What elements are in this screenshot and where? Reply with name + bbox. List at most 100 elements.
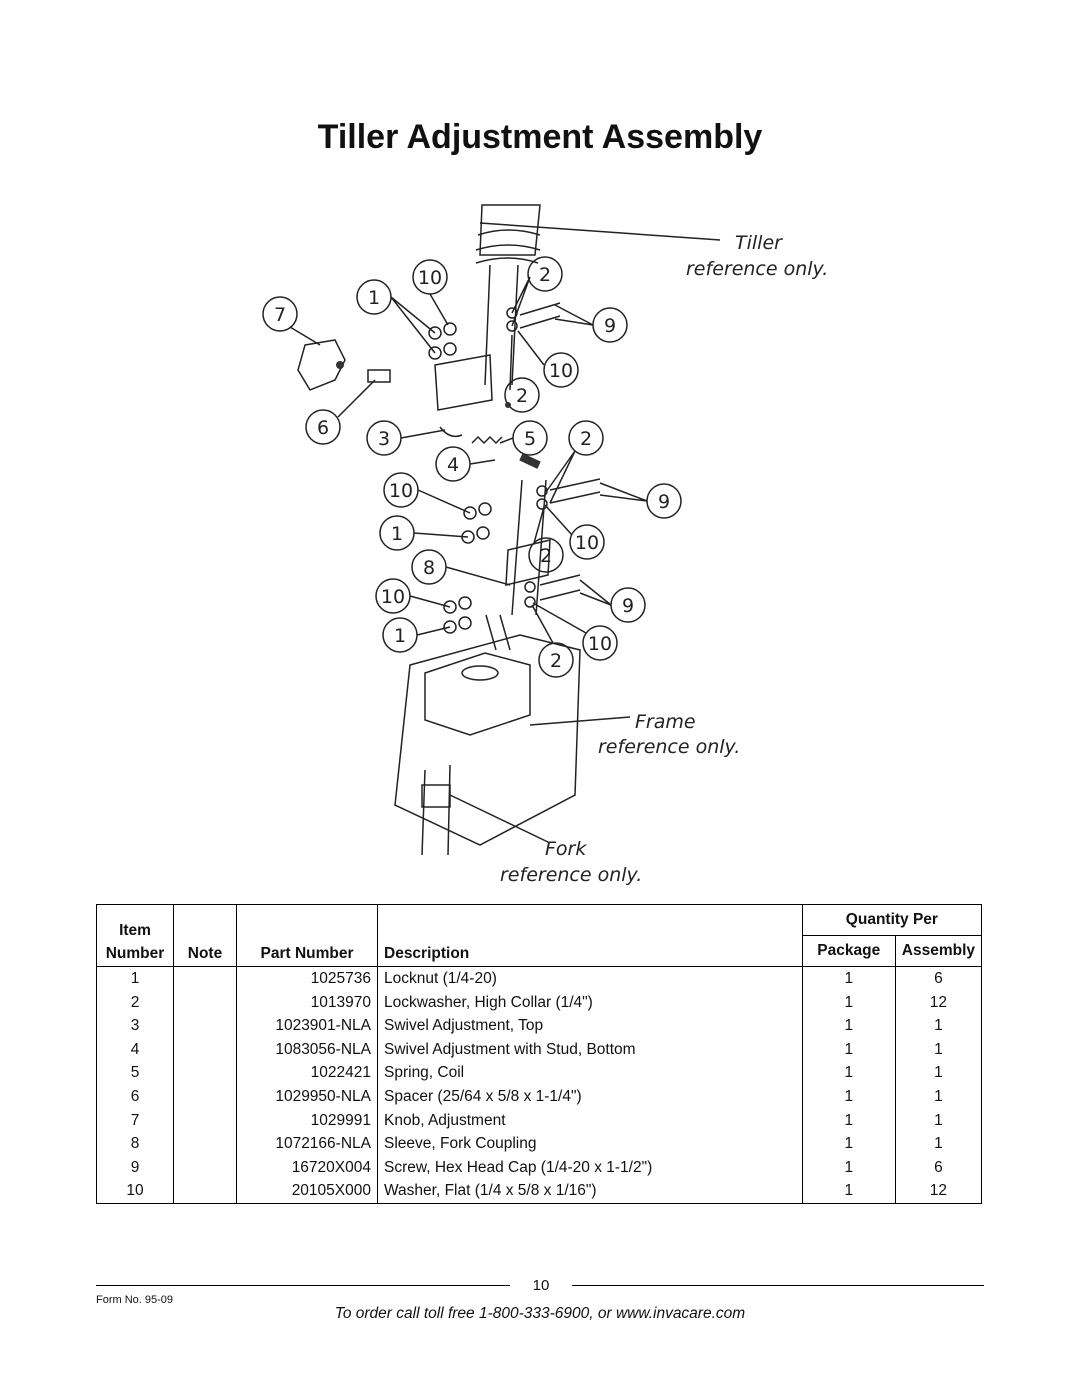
item-number-cell: 7 — [96, 1108, 174, 1133]
callout-4: 4 — [447, 454, 459, 476]
assembly-qty-cell: 1 — [894, 1132, 983, 1156]
item-number-cell: 6 — [96, 1084, 174, 1109]
callout-5: 5 — [524, 428, 536, 450]
note-cell — [173, 1061, 237, 1085]
item-number-cell: 8 — [96, 1132, 174, 1156]
note-cell — [173, 1155, 237, 1180]
part-number-cell: 1023901-NLA — [236, 1014, 378, 1038]
callout-7: 7 — [274, 304, 286, 326]
item-number-cell: 3 — [96, 1014, 174, 1038]
description-cell: Spacer (25/64 x 5/8 x 1-1/4") — [377, 1084, 803, 1109]
package-qty-cell: 1 — [801, 966, 896, 991]
callout-9: 9 — [604, 315, 616, 337]
description-cell: Spring, Coil — [377, 1061, 803, 1085]
tiller-note: reference only. — [686, 258, 828, 280]
callout-10: 10 — [389, 480, 413, 502]
fork-leg — [421, 764, 451, 856]
note-cell — [173, 1132, 237, 1156]
assembly-qty-cell: 6 — [894, 1155, 983, 1180]
package-qty-cell: 1 — [801, 1108, 896, 1133]
callout-10: 10 — [575, 532, 599, 554]
header-assembly: Assembly — [894, 935, 983, 967]
callout-2: 2 — [550, 650, 562, 672]
note-cell — [173, 990, 237, 1015]
knob — [297, 339, 346, 391]
callout-1: 1 — [368, 287, 380, 309]
part-number-cell: 1025736 — [236, 966, 378, 991]
part-number-cell: 1083056-NLA — [236, 1037, 378, 1062]
assembly-qty-cell: 1 — [894, 1061, 983, 1085]
description-cell: Swivel Adjustment, Top — [377, 1014, 803, 1038]
header-description: Description — [377, 904, 803, 967]
description-cell: Knob, Adjustment — [377, 1108, 803, 1133]
callout-2: 2 — [539, 264, 551, 286]
assembly-qty-cell: 1 — [894, 1108, 983, 1133]
callout-8: 8 — [423, 557, 435, 579]
frame-block — [424, 652, 531, 736]
item-number-cell: 4 — [96, 1037, 174, 1062]
callout-1: 1 — [394, 625, 406, 647]
header-item-line1: Item — [119, 921, 151, 939]
package-qty-cell: 1 — [801, 1132, 896, 1156]
page-title: Tiller Adjustment Assembly — [317, 118, 763, 156]
fork-label: Fork — [545, 838, 587, 860]
callout-2: 2 — [580, 428, 592, 450]
frame-label: Frame — [635, 711, 696, 733]
package-qty-cell: 1 — [801, 990, 896, 1015]
callout-3: 3 — [378, 428, 390, 450]
assembly-qty-cell: 12 — [894, 990, 983, 1015]
callout-10: 10 — [381, 586, 405, 608]
frame-note: reference only. — [598, 736, 740, 758]
description-cell: Sleeve, Fork Coupling — [377, 1132, 803, 1156]
tiller-tube — [479, 204, 541, 256]
part-number-cell: 1013970 — [236, 990, 378, 1015]
fork-note: reference only. — [500, 864, 642, 886]
part-number-cell: 1029991 — [236, 1108, 378, 1133]
item-number-cell: 2 — [96, 990, 174, 1015]
package-qty-cell: 1 — [801, 1084, 896, 1109]
note-cell — [173, 1014, 237, 1038]
footer-rule-right — [572, 1285, 984, 1286]
callout-10: 10 — [549, 360, 573, 382]
note-cell — [173, 1179, 237, 1204]
description-cell: Locknut (1/4-20) — [377, 966, 803, 991]
package-qty-cell: 1 — [801, 1014, 896, 1038]
part-number-cell: 20105X000 — [236, 1179, 378, 1204]
header-item-number: Item Number — [96, 904, 174, 967]
package-qty-cell: 1 — [801, 1155, 896, 1180]
assembly-qty-cell: 6 — [894, 966, 983, 991]
form-number: Form No. 95-09 — [96, 1294, 174, 1306]
note-cell — [173, 1037, 237, 1062]
tiller-label: Tiller — [735, 232, 783, 254]
note-cell — [173, 1084, 237, 1109]
callout-2: 2 — [516, 385, 528, 407]
assembly-qty-cell: 12 — [894, 1179, 983, 1204]
header-part-number: Part Number — [236, 904, 378, 967]
note-cell — [173, 966, 237, 991]
description-cell: Washer, Flat (1/4 x 5/8 x 1/16") — [377, 1179, 803, 1204]
callout-6: 6 — [317, 417, 329, 439]
part-number-cell: 1072166-NLA — [236, 1132, 378, 1156]
order-info: To order call toll free 1-800-333-6900, … — [334, 1305, 746, 1322]
item-number-cell: 9 — [96, 1155, 174, 1180]
part-number-cell: 1022421 — [236, 1061, 378, 1085]
page-number: 10 — [532, 1277, 550, 1294]
description-cell: Screw, Hex Head Cap (1/4-20 x 1-1/2") — [377, 1155, 803, 1180]
callout-10: 10 — [418, 267, 442, 289]
parts-table: Item Number Note Part Number Description… — [96, 904, 983, 1204]
frame-plate — [394, 634, 581, 846]
package-qty-cell: 1 — [801, 1037, 896, 1062]
header-item-line2: Number — [105, 945, 165, 963]
item-number-cell: 10 — [96, 1179, 174, 1204]
note-cell — [173, 1108, 237, 1133]
